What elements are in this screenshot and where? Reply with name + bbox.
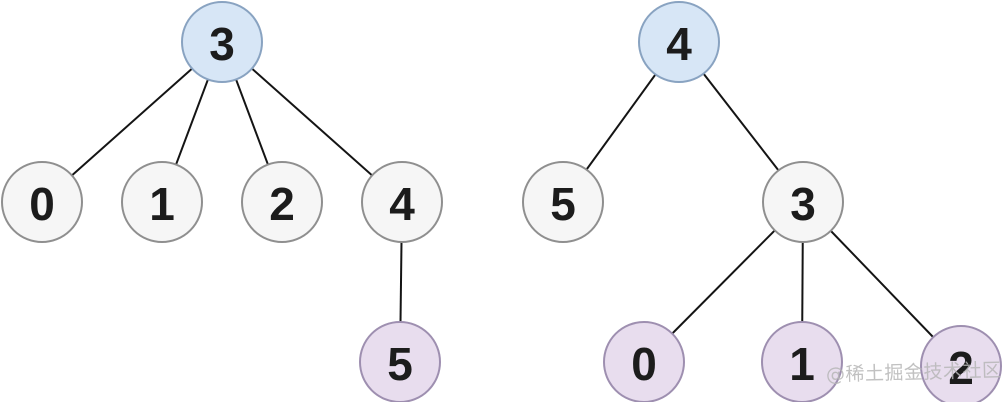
node-right-tree-5 bbox=[522, 161, 604, 243]
node-right-tree-0 bbox=[603, 321, 685, 402]
node-right-tree-2 bbox=[920, 325, 1002, 402]
node-label-left-tree-4: 4 bbox=[389, 178, 415, 230]
node-label-left-tree-0: 0 bbox=[29, 178, 55, 230]
node-left-tree-0 bbox=[1, 161, 83, 243]
node-label-right-tree-4: 4 bbox=[666, 18, 692, 70]
node-label-left-tree-3: 3 bbox=[209, 18, 235, 70]
node-label-left-tree-2: 2 bbox=[269, 178, 295, 230]
right-tree: 4 5 3 0 1 2 bbox=[522, 1, 1002, 402]
node-label-right-tree-1: 1 bbox=[789, 338, 815, 390]
node-left-tree-2 bbox=[241, 161, 323, 243]
node-label-right-tree-5: 5 bbox=[550, 178, 576, 230]
node-label-left-tree-5: 5 bbox=[387, 338, 413, 390]
node-left-tree-3 bbox=[181, 1, 263, 83]
node-right-tree-3 bbox=[762, 161, 844, 243]
node-right-tree-4 bbox=[638, 1, 720, 83]
left-tree: 3 0 1 2 4 5 bbox=[1, 1, 443, 402]
node-left-tree-1 bbox=[121, 161, 203, 243]
node-right-tree-1 bbox=[761, 321, 843, 402]
node-label-right-tree-0: 0 bbox=[631, 338, 657, 390]
node-label-right-tree-3: 3 bbox=[790, 178, 816, 230]
node-label-left-tree-1: 1 bbox=[149, 178, 175, 230]
node-label-right-tree-2: 2 bbox=[948, 342, 974, 394]
node-left-tree-4 bbox=[361, 161, 443, 243]
node-left-tree-5 bbox=[359, 321, 441, 402]
